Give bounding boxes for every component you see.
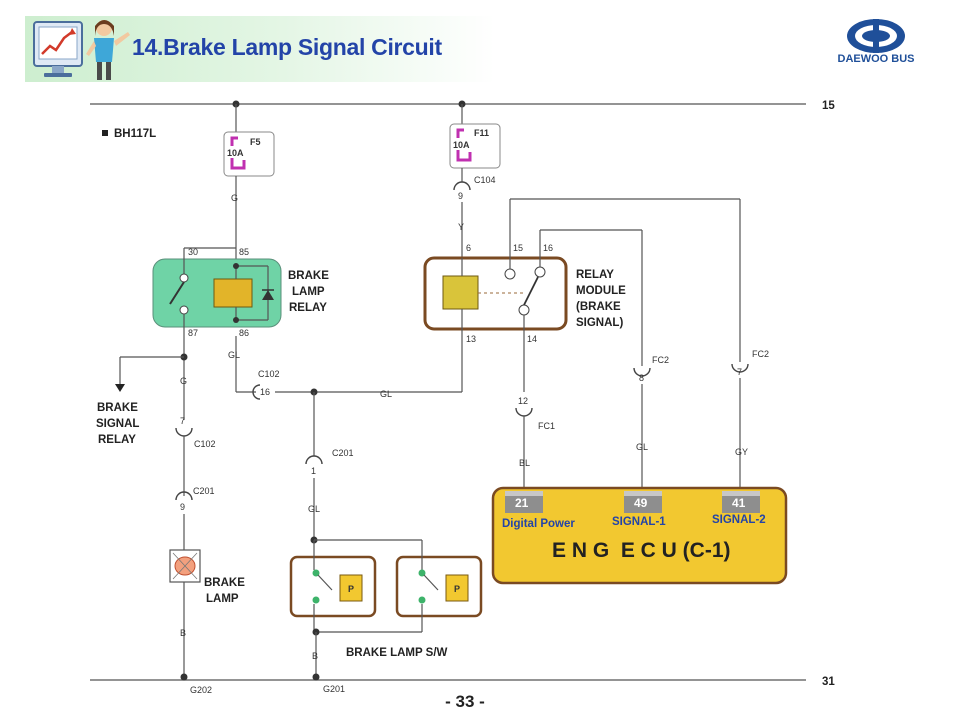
connector-c104 [453,181,471,191]
svg-text:86: 86 [239,328,249,338]
ground-g202: G202 [190,685,212,695]
brake-lamp-switch-1: P [289,540,377,632]
svg-text:1: 1 [311,466,316,476]
ecu-pin-41: 41 [732,496,746,510]
wire-label-bl: BL [519,458,530,468]
svg-text:87: 87 [188,328,198,338]
wire-label-y: Y [458,222,464,232]
svg-text:10A: 10A [227,148,244,158]
relay-module-brake-signal: 6 15 16 13 14 [423,243,568,344]
svg-text:7: 7 [737,367,742,377]
brake-lamp-switch-2: P [395,540,483,632]
svg-text:FC1: FC1 [538,421,555,431]
svg-text:85: 85 [239,247,249,257]
brake-lamp-label-1: BRAKE [204,577,245,589]
ecu-pin-label-digital-power: Digital Power [502,518,575,530]
relay-module-label-2: MODULE [576,285,626,297]
svg-text:6: 6 [466,243,471,253]
model-bullet-icon [102,130,108,136]
bus-label-31: 31 [822,676,835,688]
svg-text:10A: 10A [453,140,470,150]
brake-signal-relay-label-3: RELAY [98,434,136,446]
svg-text:8: 8 [639,373,644,383]
brake-lamp-switch-label: BRAKE LAMP S/W [346,647,448,659]
wire-label-gl-fc2: GL [636,442,648,452]
ecu-pin-49: 49 [634,496,648,510]
svg-text:30: 30 [188,247,198,257]
logo-text: DAEWOO BUS [837,53,915,65]
svg-text:14: 14 [527,334,537,344]
svg-text:FC2: FC2 [652,355,669,365]
presenter-illustration [33,20,130,80]
relay-module-label-3: (BRAKE [576,301,621,313]
brake-lamp-relay-label-1: BRAKE [288,270,329,282]
brake-signal-relay-label-2: SIGNAL [96,418,139,430]
connector-c201-mid [305,455,323,465]
wire-label-gl-sw: GL [308,504,320,514]
svg-text:F11: F11 [474,128,489,138]
svg-text:C102: C102 [258,369,280,379]
wire-label-g-mid: G [180,376,187,386]
svg-text:C201: C201 [332,448,354,458]
connector-c102-left [175,427,193,437]
page-title: 14.Brake Lamp Signal Circuit [132,34,442,60]
svg-text:F5: F5 [250,137,261,147]
brake-lamp-relay-label-2: LAMP [292,286,325,298]
svg-text:P: P [348,584,354,594]
bus-label-15: 15 [822,100,835,112]
svg-text:9: 9 [458,191,463,201]
ecu-title: E N G E C U (C-1) [552,539,731,562]
wire-label-gl-86: GL [228,350,240,360]
arrow-down-icon [115,384,125,392]
connector-fc2-b [731,363,749,373]
model-label: BH117L [114,128,156,140]
fuse-f5: F5 10A [223,131,275,177]
wire-label-b-right: B [312,651,318,661]
ecu-pin-21: 21 [515,496,529,510]
brake-signal-relay-label-1: BRAKE [97,402,138,414]
ecu-pin-label-signal-2: SIGNAL-2 [712,514,766,526]
daewoo-logo-icon [847,19,905,53]
brake-lamp-relay-label-3: RELAY [289,302,327,314]
connector-c102-top [252,384,261,400]
svg-text:C104: C104 [474,175,496,185]
relay-module-label-1: RELAY [576,269,614,281]
connector-fc1 [515,407,533,417]
svg-text:12: 12 [518,396,528,406]
svg-text:13: 13 [466,334,476,344]
svg-text:FC2: FC2 [752,349,769,359]
svg-text:7: 7 [180,416,185,426]
svg-text:C201: C201 [193,486,215,496]
page-number: - 33 - [445,692,485,711]
brake-lamp-relay: 30 85 87 86 [152,247,282,338]
svg-text:15: 15 [513,243,523,253]
wire-label-gl-horizontal: GL [380,389,392,399]
brake-lamp-icon [169,549,201,583]
svg-text:9: 9 [180,502,185,512]
fuse-f11: F11 10A [449,123,501,169]
wire-label-gy: GY [735,447,748,457]
wire-label-g-top: G [231,193,238,203]
relay-module-label-4: SIGNAL) [576,317,623,329]
brake-lamp-label-2: LAMP [206,593,239,605]
ground-g201: G201 [323,684,345,694]
connector-fc2-a [633,367,651,377]
connector-c201-left [175,491,193,501]
svg-text:16: 16 [543,243,553,253]
monitor-icon [33,21,83,77]
ecu-pin-label-signal-1: SIGNAL-1 [612,516,666,528]
svg-text:C102: C102 [194,439,216,449]
wire-label-b-left: B [180,628,186,638]
svg-text:P: P [454,584,460,594]
presenter-figure-icon [86,20,130,80]
svg-text:16: 16 [260,387,270,397]
eng-ecu: 21 49 41 Digital Power SIGNAL-1 SIGNAL-2… [491,486,788,585]
